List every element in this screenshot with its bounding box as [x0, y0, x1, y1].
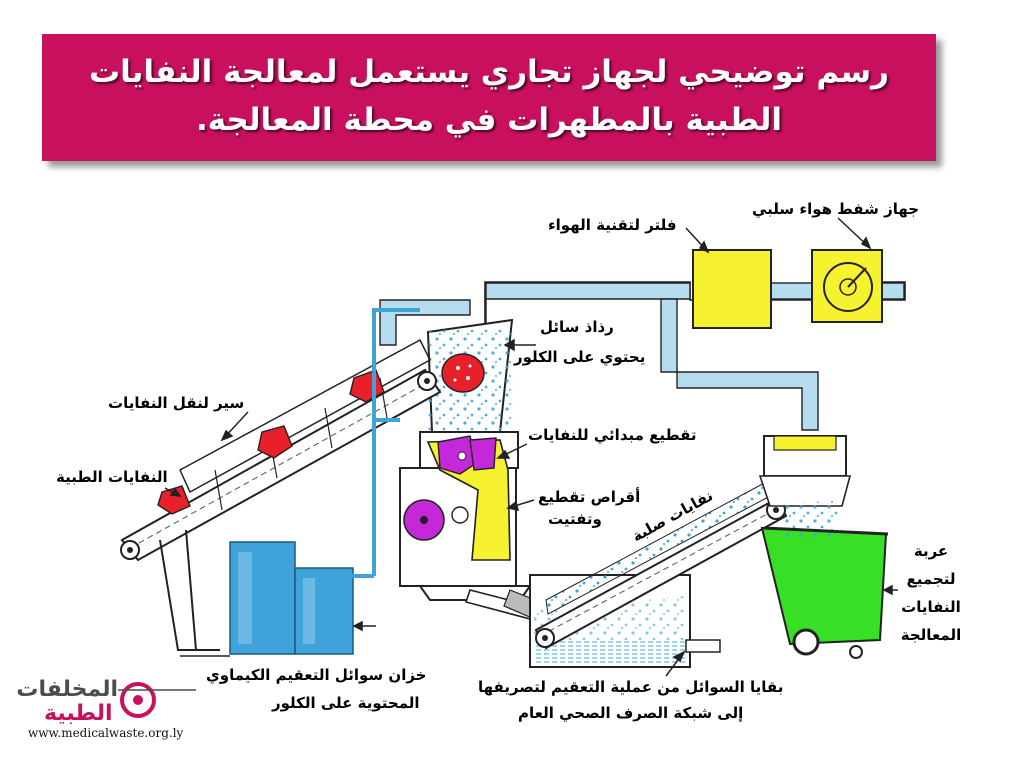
- label-arrows: [164, 217, 898, 677]
- label-cart-1: عربة: [913, 542, 949, 560]
- label-spray-2: يحتوي على الكلور: [514, 348, 646, 366]
- label-tank-1: خزان سوائل التعقيم الكيماوي: [206, 666, 427, 684]
- logo-line1: المخلفات: [16, 677, 118, 702]
- collection-cart: [760, 500, 889, 659]
- air-duct-fill: [485, 282, 691, 325]
- waste-piece-2: [257, 425, 293, 459]
- label-drain-1: بقايا السوائل من عملية التعقيم لتصريفها: [478, 678, 784, 696]
- label-initial-cut: تقطيع مبدائي للنفايات: [528, 426, 697, 444]
- label-cart-4: المعالجة: [900, 626, 962, 644]
- chemical-tank: [229, 541, 354, 655]
- label-medical-waste: النفايات الطبية: [56, 468, 168, 486]
- label-air-filter: فلتر لتقنية الهواء: [548, 216, 677, 234]
- label-tank-2: المحتوية على الكلور: [272, 694, 420, 712]
- title-banner: رسم توضيحي لجهاز تجاري يستعمل لمعالجة ال…: [42, 34, 936, 161]
- label-negative-air: جهاز شفط هواء سلبي: [752, 200, 920, 218]
- label-drain-2: إلى شبكة الصرف الصحي العام: [518, 704, 744, 722]
- label-conveyor: سير لنقل النفايات: [108, 394, 245, 412]
- label-cart-2: لتجميع: [906, 570, 956, 588]
- logo-url: www.medicalwaste.org.ly: [28, 726, 184, 740]
- label-discs-1: أقراص تقطيع: [538, 488, 641, 506]
- waste-piece-1: [157, 485, 191, 515]
- air-filter-box: [692, 249, 772, 329]
- page-title: رسم توضيحي لجهاز تجاري يستعمل لمعالجة ال…: [88, 54, 890, 138]
- label-discs-2: وتفتيت: [548, 510, 602, 528]
- logo-line2: الطبية: [44, 701, 113, 726]
- chemical-pipe: [372, 418, 400, 576]
- air-duct-down: [660, 298, 819, 431]
- biohazard-logo-icon: [118, 682, 196, 718]
- solid-waste-conveyor: [534, 479, 788, 650]
- label-cart-3: النفايات: [901, 598, 961, 616]
- label-spray-1: رذاذ سائل: [540, 318, 614, 336]
- waste-in-hopper: [441, 353, 485, 393]
